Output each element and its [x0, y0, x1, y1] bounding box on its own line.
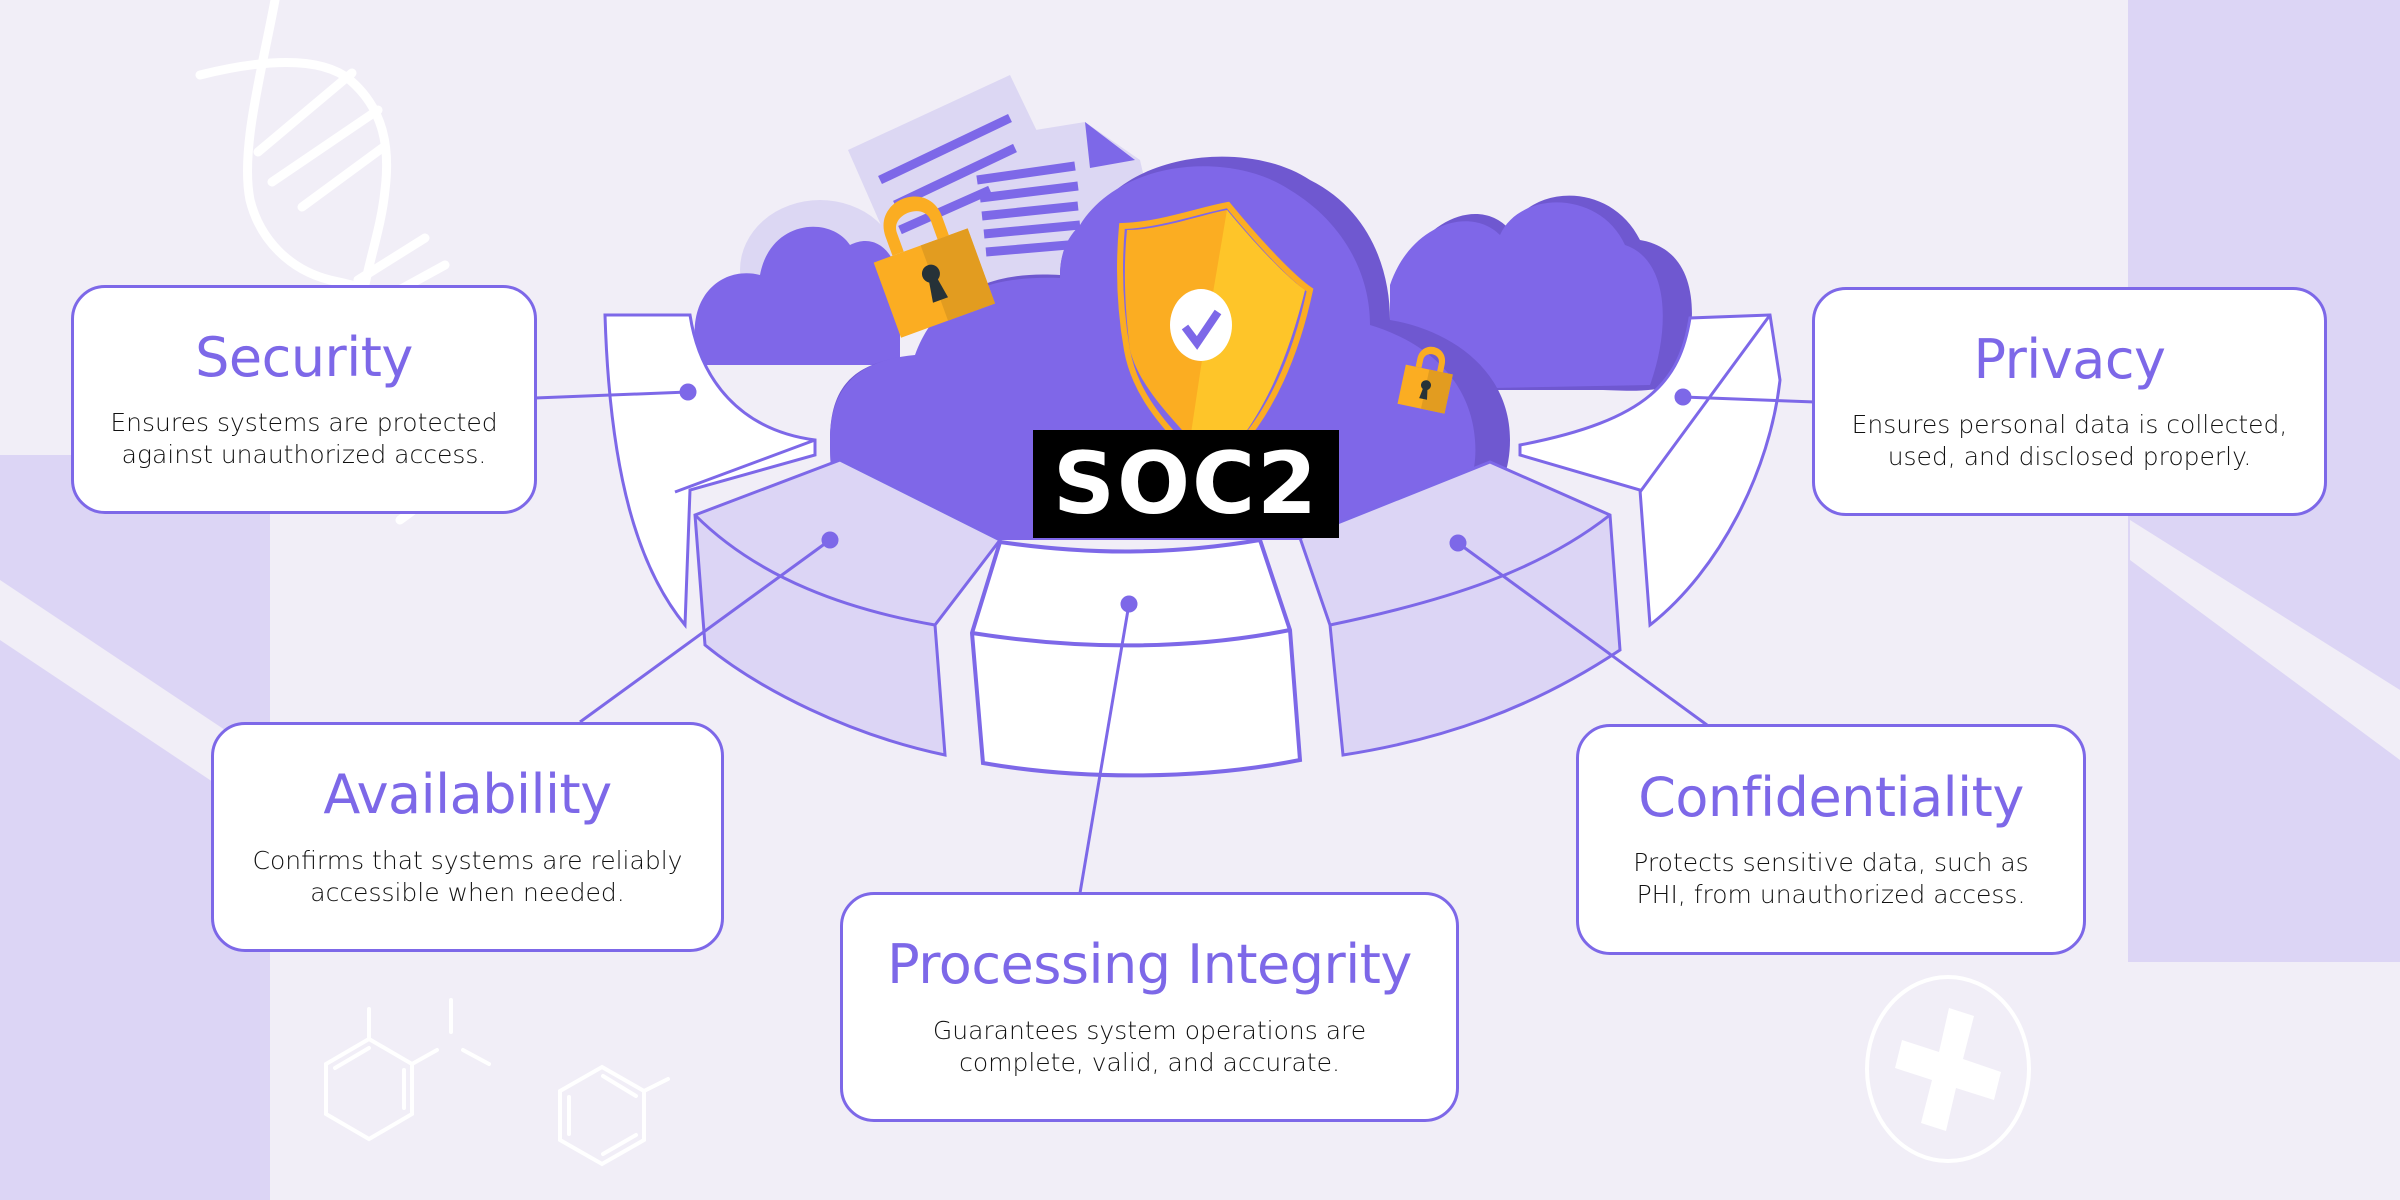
soc2-badge: SOC2: [1033, 430, 1339, 538]
cloud-left: [694, 200, 900, 365]
card-security: Security Ensures systems are protected a…: [71, 285, 537, 514]
card-availability: Availability Confirms that systems are r…: [211, 722, 724, 952]
molecule-icon: [324, 998, 491, 1142]
padlock-icon-large: [873, 196, 996, 338]
cloud-right: [1390, 195, 1692, 391]
segment-confidentiality: [1298, 460, 1622, 757]
benzene-icon: [558, 1064, 670, 1167]
card-processing-integrity: Processing Integrity Guarantees system o…: [840, 892, 1459, 1122]
card-description: Confirms that systems are reliably acces…: [252, 845, 683, 907]
card-title: Availability: [323, 763, 612, 827]
card-description: Protects sensitive data, such as PHI, fr…: [1633, 848, 2029, 910]
card-title: Processing Integrity: [887, 933, 1412, 997]
segment-availability: [693, 458, 1003, 757]
segment-privacy: [1518, 313, 1782, 628]
card-description: Ensures systems are protected against un…: [110, 408, 498, 470]
segment-processing-integrity: [969, 537, 1303, 778]
card-privacy: Privacy Ensures personal data is collect…: [1812, 287, 2327, 516]
card-confidentiality: Confidentiality Protects sensitive data,…: [1576, 724, 2086, 955]
card-title: Security: [195, 325, 413, 389]
card-description: Ensures personal data is collected, used…: [1851, 410, 2288, 472]
padlock-icon-small: [1397, 346, 1453, 414]
card-title: Confidentiality: [1638, 765, 2024, 829]
connector-lines: [534, 383, 1816, 894]
card-title: Privacy: [1973, 327, 2166, 391]
medical-cross-icon: [1865, 975, 2031, 1163]
card-description: Guarantees system operations are complet…: [932, 1015, 1367, 1077]
shield-check-icon: [1116, 201, 1314, 478]
